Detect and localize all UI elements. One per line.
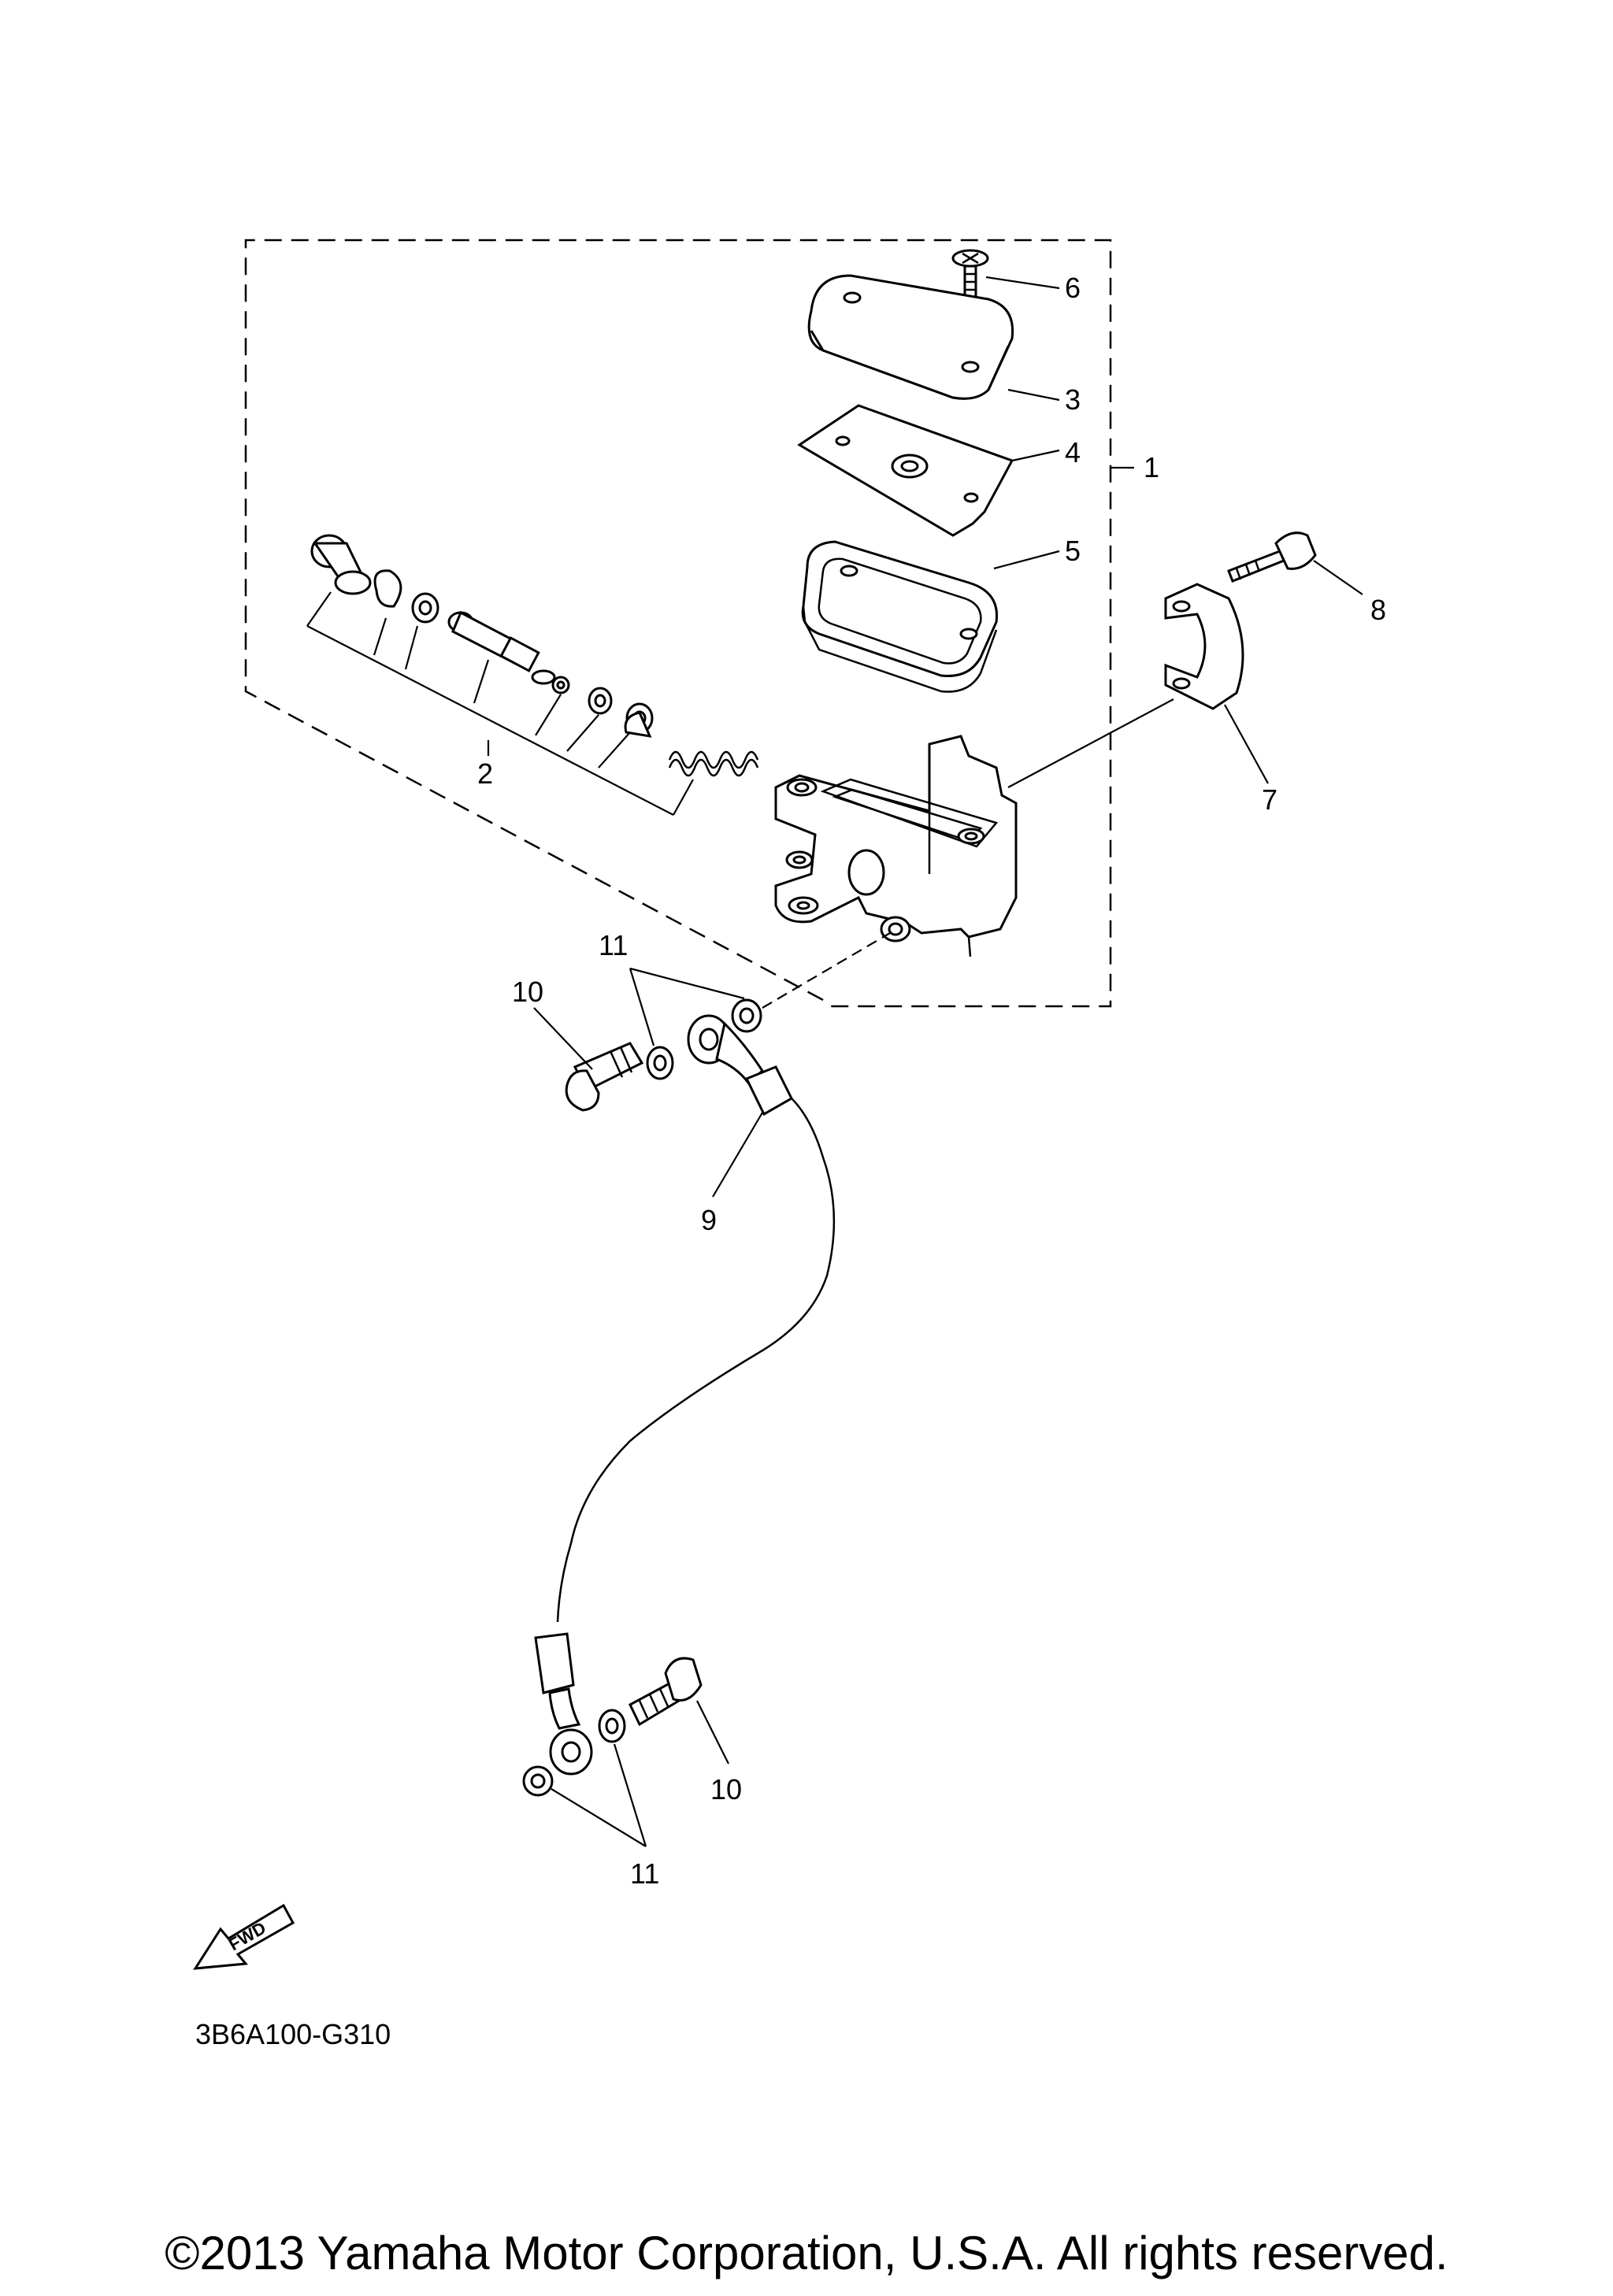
- callout-4: 4: [1065, 436, 1081, 468]
- callout-9: 9: [701, 1204, 717, 1236]
- bolt-part-8: [1227, 531, 1363, 595]
- callout-10-upper: 10: [512, 976, 543, 1008]
- callout-11-lower: 11: [630, 1857, 659, 1890]
- callout-6: 6: [1065, 272, 1081, 304]
- callout-5: 5: [1065, 535, 1081, 567]
- callout-8: 8: [1370, 594, 1386, 626]
- diaphragm-part-4: [797, 404, 1060, 537]
- callout-10-lower: 10: [710, 1773, 742, 1805]
- master-cylinder-body: [774, 698, 1174, 957]
- washer-part-11-upper: [629, 932, 891, 1080]
- reservoir-cap-part-3: [807, 274, 1060, 402]
- diagram-code: 3B6A100-G310: [195, 2018, 391, 2050]
- callout-1: 1: [1144, 451, 1159, 483]
- packing-part-5: [801, 540, 1060, 693]
- fwd-arrow-icon: FWD: [193, 1903, 295, 1970]
- union-bolt-part-10-upper: [533, 1007, 644, 1112]
- callout-7: 7: [1262, 783, 1277, 816]
- washer-part-11-lower: [522, 1709, 647, 1847]
- union-bolt-part-10-lower: [629, 1657, 729, 1765]
- callout-3: 3: [1065, 383, 1081, 416]
- holder-part-7: [1164, 583, 1269, 784]
- copyright-footer: ©2013 Yamaha Motor Corporation, U.S.A. A…: [165, 2227, 1448, 2279]
- piston-kit-part-2: [306, 534, 759, 816]
- brake-hose-part-9: [534, 1014, 836, 1776]
- assembly-boundary: [244, 239, 1112, 1008]
- callout-11-upper: 11: [599, 929, 628, 961]
- callout-2: 2: [477, 757, 493, 790]
